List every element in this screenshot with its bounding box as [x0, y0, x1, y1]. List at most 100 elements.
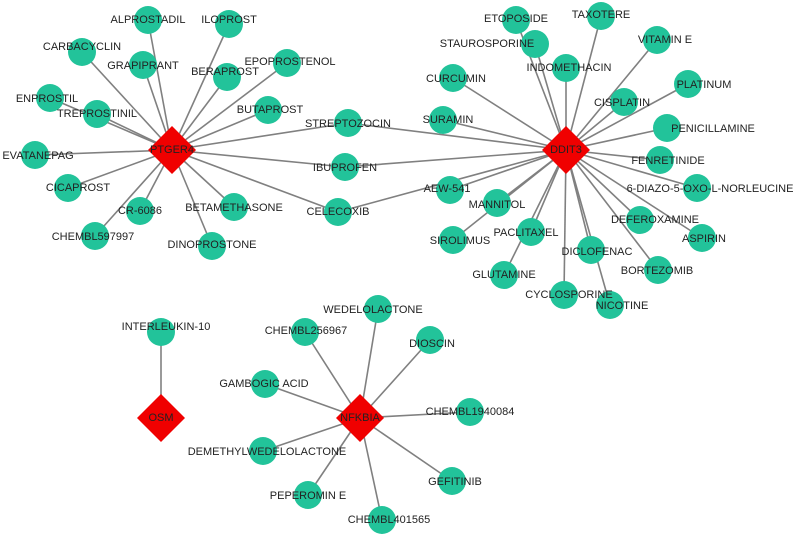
drug-node-evatanepag[interactable]: [21, 141, 49, 169]
drug-node-fenretinide[interactable]: [646, 146, 674, 174]
drug-node-circle[interactable]: [653, 114, 681, 142]
drug-node-circle[interactable]: [368, 506, 396, 534]
drug-node-circle[interactable]: [436, 176, 464, 204]
drug-node-circle[interactable]: [490, 261, 518, 289]
drug-node-circle[interactable]: [83, 100, 111, 128]
drug-node-circle[interactable]: [324, 198, 352, 226]
drug-node-circle[interactable]: [134, 6, 162, 34]
drug-node-circle[interactable]: [220, 193, 248, 221]
drug-node-circle[interactable]: [439, 226, 467, 254]
drug-node-circle[interactable]: [294, 481, 322, 509]
drug-node-demethylwedelolactone[interactable]: [249, 437, 277, 465]
drug-node-staurosporine[interactable]: [521, 30, 549, 58]
drug-node-beraprost[interactable]: [213, 63, 241, 91]
drug-node-circle[interactable]: [36, 84, 64, 112]
drug-node-circle[interactable]: [577, 236, 605, 264]
drug-node-circle[interactable]: [364, 295, 392, 323]
drug-node-alprostadil[interactable]: [134, 6, 162, 34]
drug-node-circle[interactable]: [502, 6, 530, 34]
drug-node-glutamine[interactable]: [490, 261, 518, 289]
drug-node-circle[interactable]: [439, 64, 467, 92]
drug-node-circle[interactable]: [254, 96, 282, 124]
drug-node-aew-541[interactable]: [436, 176, 464, 204]
drug-node-taxotere[interactable]: [587, 2, 615, 30]
drug-node-circle[interactable]: [68, 38, 96, 66]
drug-node-platinum[interactable]: [674, 70, 702, 98]
gene-node-diamond[interactable]: [542, 126, 590, 174]
drug-node-circle[interactable]: [521, 30, 549, 58]
drug-node-circle[interactable]: [81, 222, 109, 250]
drug-node-circle[interactable]: [331, 153, 359, 181]
drug-node-wedelolactone[interactable]: [364, 295, 392, 323]
gene-node-diamond[interactable]: [336, 394, 384, 442]
drug-node-circle[interactable]: [483, 189, 511, 217]
drug-node-cicaprost[interactable]: [54, 174, 82, 202]
drug-node-circle[interactable]: [21, 141, 49, 169]
drug-node-celecoxib[interactable]: [324, 198, 352, 226]
drug-node-circle[interactable]: [334, 109, 362, 137]
drug-node-aspirin[interactable]: [688, 224, 716, 252]
drug-node-suramin[interactable]: [429, 106, 457, 134]
drug-node-circle[interactable]: [126, 197, 154, 225]
drug-node-dioscin[interactable]: [416, 326, 444, 354]
drug-node-enprostil[interactable]: [36, 84, 64, 112]
drug-node-dinoprostone[interactable]: [198, 232, 226, 260]
drug-node-treprostinil[interactable]: [83, 100, 111, 128]
drug-node-cisplatin[interactable]: [610, 88, 638, 116]
drug-node-mannitol[interactable]: [483, 189, 511, 217]
drug-node-paclitaxel[interactable]: [517, 218, 545, 246]
drug-node-circle[interactable]: [429, 106, 457, 134]
drug-node-sirolimus[interactable]: [439, 226, 467, 254]
drug-node-cr-6086[interactable]: [126, 197, 154, 225]
drug-node-betamethasone[interactable]: [220, 193, 248, 221]
drug-node-peperomin-e[interactable]: [294, 481, 322, 509]
drug-node-circle[interactable]: [456, 398, 484, 426]
drug-node-gambogic-acid[interactable]: [251, 370, 279, 398]
drug-node-circle[interactable]: [550, 281, 578, 309]
drug-node-circle[interactable]: [249, 437, 277, 465]
drug-node-grapiprant[interactable]: [129, 51, 157, 79]
drug-node-circle[interactable]: [215, 10, 243, 38]
gene-node-ddit3[interactable]: [542, 126, 590, 174]
drug-node-penicillamine[interactable]: [653, 114, 681, 142]
gene-node-nfkbia[interactable]: [336, 394, 384, 442]
drug-node-circle[interactable]: [416, 326, 444, 354]
gene-node-osm[interactable]: [137, 394, 185, 442]
drug-node-circle[interactable]: [646, 146, 674, 174]
drug-node-circle[interactable]: [674, 70, 702, 98]
drug-node-circle[interactable]: [688, 224, 716, 252]
drug-node-bortezomib[interactable]: [644, 256, 672, 284]
drug-node-circle[interactable]: [54, 174, 82, 202]
drug-node-circle[interactable]: [213, 63, 241, 91]
drug-node-circle[interactable]: [587, 2, 615, 30]
drug-node-chembl1940084[interactable]: [456, 398, 484, 426]
drug-node-chembl597997[interactable]: [81, 222, 109, 250]
drug-node-circle[interactable]: [438, 467, 466, 495]
drug-node-circle[interactable]: [644, 256, 672, 284]
drug-node-circle[interactable]: [147, 318, 175, 346]
drug-node-circle[interactable]: [596, 291, 624, 319]
drug-node-nicotine[interactable]: [596, 291, 624, 319]
drug-node-indomethacin[interactable]: [552, 54, 580, 82]
drug-node-circle[interactable]: [273, 49, 301, 77]
drug-node-circle[interactable]: [552, 54, 580, 82]
drug-node-interleukin-10[interactable]: [147, 318, 175, 346]
drug-node-circle[interactable]: [291, 318, 319, 346]
drug-node-circle[interactable]: [683, 174, 711, 202]
drug-node-cyclosporine[interactable]: [550, 281, 578, 309]
drug-node-chembl401565[interactable]: [368, 506, 396, 534]
gene-node-ptger4[interactable]: [148, 126, 196, 174]
drug-node-deferoxamine[interactable]: [626, 206, 654, 234]
drug-node-curcumin[interactable]: [439, 64, 467, 92]
drug-node-circle[interactable]: [610, 88, 638, 116]
drug-node-ibuprofen[interactable]: [331, 153, 359, 181]
drug-node-epoprostenol[interactable]: [273, 49, 301, 77]
gene-node-diamond[interactable]: [137, 394, 185, 442]
drug-node-diclofenac[interactable]: [577, 236, 605, 264]
drug-node-6-diazo-5-oxo-l-norleucine[interactable]: [683, 174, 711, 202]
drug-node-circle[interactable]: [643, 26, 671, 54]
drug-node-circle[interactable]: [517, 218, 545, 246]
drug-node-iloprost[interactable]: [215, 10, 243, 38]
drug-node-gefitinib[interactable]: [438, 467, 466, 495]
drug-node-streptozocin[interactable]: [334, 109, 362, 137]
